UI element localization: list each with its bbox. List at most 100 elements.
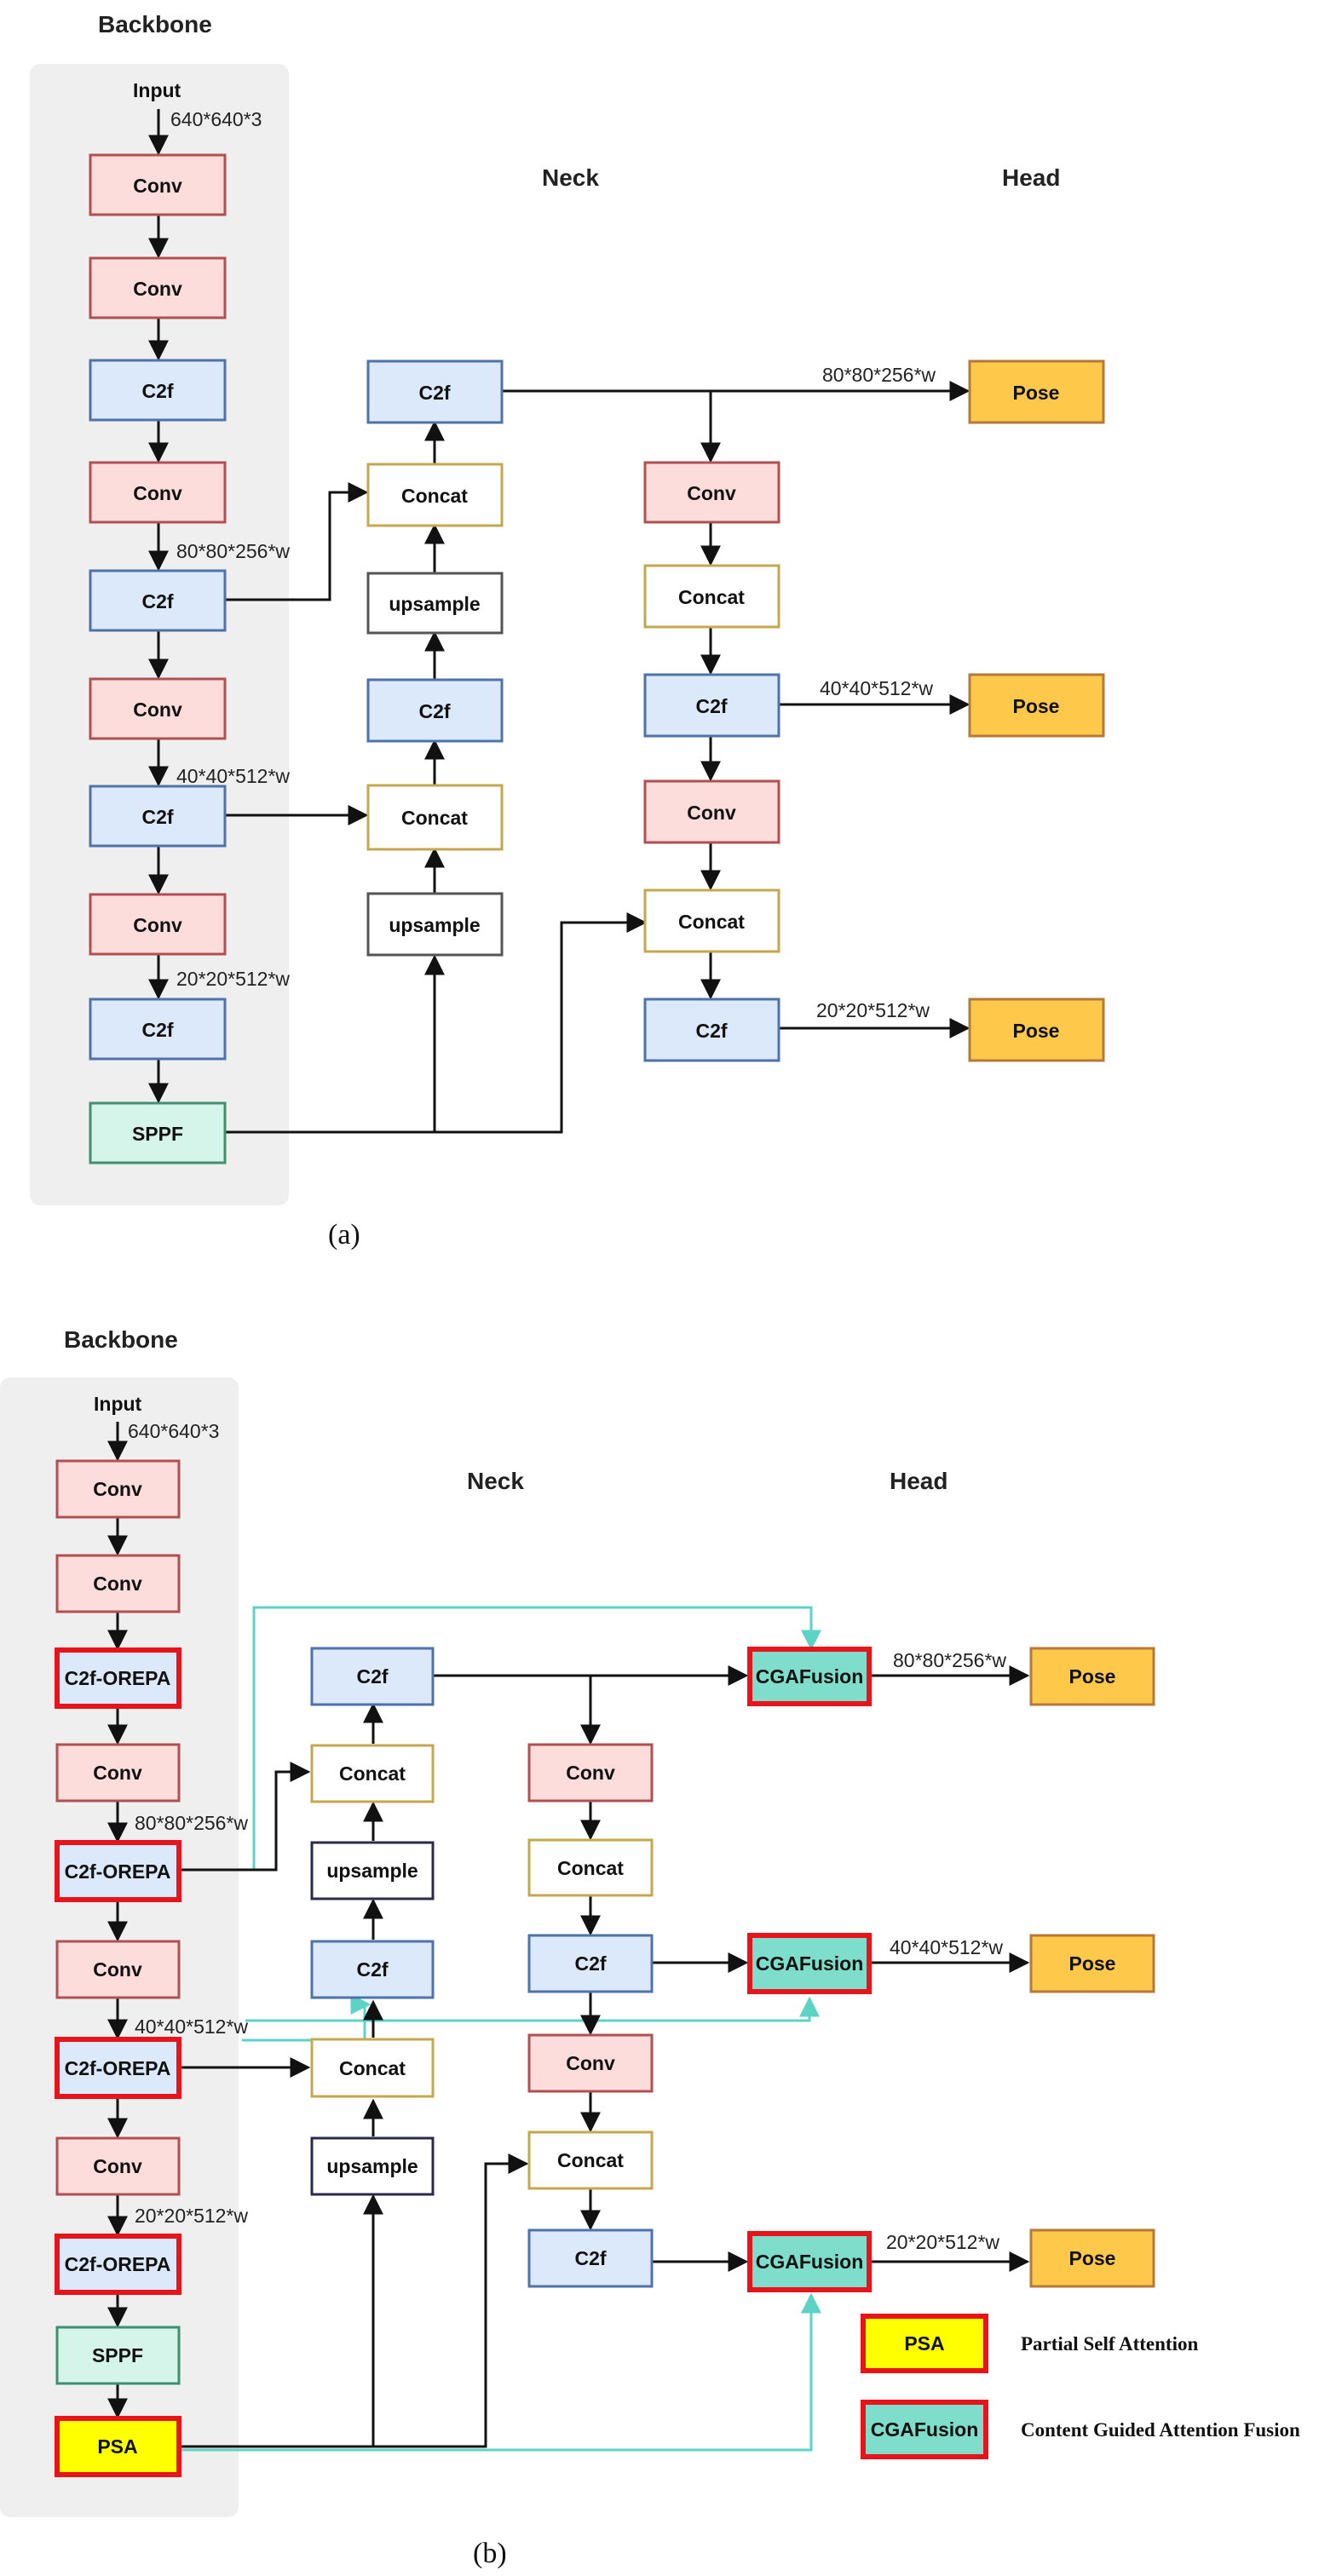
block-conv: Conv xyxy=(55,1459,181,1519)
block-upsample: upsample xyxy=(366,892,504,957)
diagram-b: Backbone Neck Head Input 640*640*3 xyxy=(0,1326,1300,2569)
backbone-a-blocks: Conv Conv C2f Conv C2f Conv xyxy=(89,153,227,1164)
block-c2f-orepa: C2f-OREPA xyxy=(55,2234,181,2295)
block-concat: Concat xyxy=(310,2038,435,2098)
dim-a-p4: 40*40*512*w xyxy=(176,765,290,787)
teal-connectors-b xyxy=(181,1606,821,2452)
block-label: C2f-OREPA xyxy=(65,1860,171,1883)
legend-swatch-label: PSA xyxy=(904,2332,944,2355)
block-pose: Pose xyxy=(968,359,1105,424)
head-a-blocks: Pose Pose Pose 80*80*256*w 40*40*512*w 2… xyxy=(816,359,1105,1062)
head-b-dim: 80*80*256*w xyxy=(893,1649,1006,1671)
block-c2f: C2f xyxy=(643,673,780,738)
backbone-b-title: Backbone xyxy=(64,1326,178,1353)
block-conv: Conv xyxy=(643,461,780,524)
block-c2f-orepa: C2f-OREPA xyxy=(55,1647,181,1709)
block-concat: Concat xyxy=(366,784,504,851)
neck-b-title: Neck xyxy=(467,1468,524,1494)
input-a-dim: 640*640*3 xyxy=(170,108,262,130)
block-label: upsample xyxy=(326,1860,418,1882)
block-c2f-orepa: C2f-OREPA xyxy=(55,1840,181,1902)
block-pose: Pose xyxy=(968,673,1105,738)
block-concat: Concat xyxy=(527,2130,654,2190)
block-label: C2f xyxy=(356,1665,388,1688)
block-c2f: C2f xyxy=(89,998,227,1061)
head-a-title: Head xyxy=(1002,164,1060,191)
block-label: CGAFusion xyxy=(756,1665,864,1688)
block-conv: Conv xyxy=(643,779,780,844)
dim-b-p5: 20*20*512*w xyxy=(135,2205,248,2227)
input-a-label: Input xyxy=(133,79,181,101)
block-label: Conv xyxy=(93,1573,142,1595)
block-concat: Concat xyxy=(643,564,780,629)
block-label: Conv xyxy=(566,2052,615,2074)
block-label: Pose xyxy=(1013,1020,1060,1042)
input-b-label: Input xyxy=(94,1393,142,1415)
block-concat: Concat xyxy=(310,1744,435,1803)
block-c2f: C2f xyxy=(366,678,504,743)
block-conv: Conv xyxy=(89,153,227,216)
block-label: C2f xyxy=(141,806,173,828)
block-label: Conv xyxy=(133,175,182,197)
block-upsample: upsample xyxy=(366,572,504,635)
block-label: upsample xyxy=(326,2155,418,2177)
block-label: C2f-OREPA xyxy=(65,1667,171,1689)
block-upsample: upsample xyxy=(310,2136,435,2196)
block-label: Conv xyxy=(133,278,182,300)
legend-swatch-label: CGAFusion xyxy=(871,2418,979,2441)
block-label: C2f xyxy=(356,1958,388,1981)
block-conv: Conv xyxy=(89,461,227,524)
block-conv: Conv xyxy=(527,1743,654,1803)
dim-a-p5: 20*20*512*w xyxy=(176,968,290,990)
block-label: Concat xyxy=(557,1857,624,1879)
legend-swatch-cgafusion xyxy=(861,2400,988,2459)
block-conv: Conv xyxy=(55,1554,181,1613)
block-pose: Pose xyxy=(1029,1934,1155,1993)
fusion-b-blocks: CGAFusion CGAFusion CGAFusion xyxy=(747,1647,872,2292)
block-label: C2f-OREPA xyxy=(65,2057,171,2079)
block-c2f: C2f xyxy=(310,1940,435,1999)
block-psa: PSA xyxy=(55,2416,181,2477)
head-a-dim: 20*20*512*w xyxy=(816,999,930,1021)
block-label: upsample xyxy=(389,593,480,615)
block-cgafusion: CGAFusion xyxy=(747,1647,872,1706)
caption-b: (b) xyxy=(473,2538,507,2569)
block-label: Pose xyxy=(1069,1952,1116,1975)
block-label: Concat xyxy=(339,1762,406,1785)
legend: PSA Partial Self Attention CGAFusion Con… xyxy=(861,2314,1300,2459)
block-c2f-orepa: C2f-OREPA xyxy=(55,2037,181,2099)
block-label: Conv xyxy=(687,802,736,824)
block-label: PSA xyxy=(97,2435,137,2458)
block-label: Conv xyxy=(93,1958,142,1981)
legend-item-cgafusion: CGAFusion Content Guided Attention Fusio… xyxy=(861,2400,1300,2459)
dim-a-p3: 80*80*256*w xyxy=(176,540,290,562)
block-conv: Conv xyxy=(89,677,227,740)
block-label: Pose xyxy=(1013,695,1060,717)
block-cgafusion: CGAFusion xyxy=(747,1933,872,1994)
block-pose: Pose xyxy=(1029,2228,1155,2288)
neck-b-up-blocks: C2f Concat upsample C2f Concat upsample xyxy=(310,1647,435,2196)
block-pose: Pose xyxy=(968,998,1105,1062)
block-label: CGAFusion xyxy=(756,2251,864,2273)
neck-a-up-blocks: C2f Concat upsample C2f Concat upsample xyxy=(366,359,504,957)
block-label: SPPF xyxy=(132,1123,183,1145)
block-c2f: C2f xyxy=(89,569,227,632)
block-sppf: SPPF xyxy=(89,1101,227,1164)
block-label: Conv xyxy=(133,699,182,721)
legend-text: Content Guided Attention Fusion xyxy=(1021,2419,1300,2441)
block-label: C2f xyxy=(141,380,173,402)
block-label: C2f xyxy=(418,382,450,404)
legend-text: Partial Self Attention xyxy=(1021,2333,1198,2355)
backbone-a-title: Backbone xyxy=(98,11,212,37)
block-label: C2f xyxy=(574,1952,606,1975)
block-c2f: C2f xyxy=(89,359,227,422)
block-sppf: SPPF xyxy=(55,2326,181,2385)
block-concat: Concat xyxy=(643,888,780,953)
neck-b-down-blocks: Conv Concat C2f Conv Concat C2f xyxy=(527,1743,654,2288)
legend-swatch-psa xyxy=(861,2314,988,2373)
block-c2f: C2f xyxy=(527,1934,654,1993)
block-label: Concat xyxy=(678,911,745,933)
backbone-b-blocks: Conv Conv C2f-OREPA Conv C2f-OREPA Conv xyxy=(55,1459,181,2477)
block-conv: Conv xyxy=(55,1743,181,1803)
diagram-a: Backbone Neck Head Input 640*640*3 xyxy=(30,11,1105,1251)
